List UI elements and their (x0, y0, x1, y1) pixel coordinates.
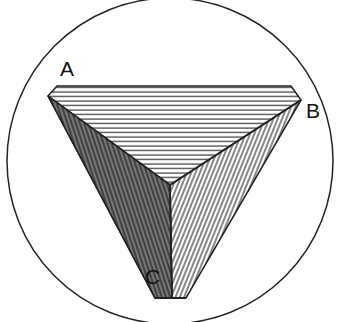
left-face-ground (48, 96, 172, 298)
left-face (48, 96, 172, 298)
corner-label: B (306, 100, 320, 121)
corner-label: A (60, 58, 74, 79)
bottom-edge (155, 297, 186, 299)
right-face (170, 100, 301, 298)
corner-label: C (145, 266, 160, 287)
ridge-line (170, 185, 172, 298)
outer-circle (7, 0, 333, 322)
